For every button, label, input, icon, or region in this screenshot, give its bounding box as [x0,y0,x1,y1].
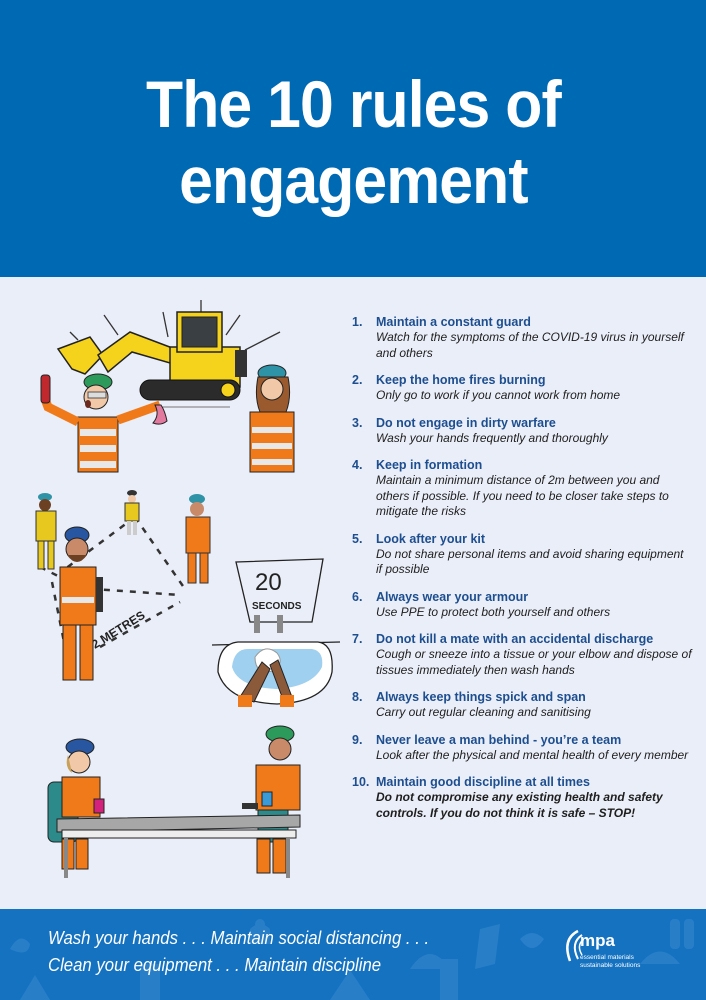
rule-number: 2. [352,373,363,387]
rule-title: Keep the home fires burning [376,373,546,387]
page-title: The 10 rules of engagement [145,66,562,218]
rule-item-8: 8. Always keep things spick and span Car… [352,689,692,721]
rule-number: 6. [352,589,363,604]
rule-description: Cough or sneeze into a tissue or your el… [376,647,692,677]
rule-item-7: 7. Do not kill a mate with an accidental… [352,631,692,678]
mpa-logo-tagline-1: essential materials [580,954,634,961]
rule-description: Look after the physical and mental healt… [376,747,689,762]
rule-description: Wash your hands frequently and thoroughl… [376,430,608,445]
rule-number: 8. [352,690,363,704]
rule-item-3: 3. Do not engage in dirty warfare Wash y… [352,415,692,447]
excavator-scene-illustration [40,300,295,473]
page-title-line-2: engagement [178,142,528,217]
rule-item-5: 5. Look after your kit Do not share pers… [352,531,692,578]
rule-description: Only go to work if you cannot work from … [376,388,621,402]
footer-banner: Wash your hands . . . Maintain social di… [0,909,706,1000]
rule-item-1: 1. Maintain a constant guard Watch for t… [352,314,692,361]
rule-title: Look after your kit [376,531,486,546]
rule-title: Maintain good discipline at all times [376,775,590,789]
rule-number: 10. [352,775,370,789]
rule-item-2: 2. Keep the home fires burning Only go t… [352,372,692,404]
footer-pattern-icons [10,919,694,1000]
social-distancing-illustration: 2 METRES [35,490,211,681]
rule-item-10: 10. Maintain good discipline at all time… [352,774,692,821]
mpa-logo-swoosh-icon [566,929,584,962]
mpa-logo: mpa essential materials sustainable solu… [560,927,690,977]
svg-text:SECONDS: SECONDS [252,601,302,612]
rule-title: Keep in formation [376,458,483,472]
rule-description: Maintain a minimum distance of 2m betwee… [376,473,669,518]
illustrations-column: 2 METRES [0,277,341,909]
rule-title: Do not engage in dirty warfare [376,415,556,430]
rule-title: Always wear your armour [376,589,529,604]
mpa-logo-wordmark: mpa [580,931,615,950]
rule-title: Maintain a constant guard [376,315,531,329]
rule-number: 1. [352,315,363,329]
rule-description: Do not compromise any existing health an… [376,790,663,820]
rule-item-6: 6. Always wear your armour Use PPE to pr… [352,589,692,621]
rules-list: 1. Maintain a constant guard Watch for t… [352,314,692,832]
svg-text:20: 20 [255,569,282,596]
rule-number: 4. [352,458,363,472]
rule-description: Do not share personal items and avoid sh… [376,546,684,577]
main-content: 2 METRES [0,277,706,909]
rule-description: Carry out regular cleaning and sanitisin… [376,705,591,719]
footer-slogans: Wash your hands . . . Maintain social di… [48,925,458,979]
footer-slogan-line-2: Clean your equipment . . . Maintain disc… [48,955,382,975]
rule-number: 9. [352,732,363,747]
header-banner: The 10 rules of engagement [0,0,706,277]
footer-slogan-line-1: Wash your hands . . . Maintain social di… [48,928,430,948]
rule-number: 7. [352,632,363,646]
rule-item-9: 9. Never leave a man behind - you’re a t… [352,732,692,764]
svg-text:2 METRES: 2 METRES [89,608,147,652]
page-title-line-1: The 10 rules of [145,66,562,141]
handwashing-illustration: 20 SECONDS [211,558,341,707]
mpa-logo-tagline-2: sustainable solutions [580,962,641,969]
rule-title: Always keep things spick and span [376,690,586,704]
rule-title: Never leave a man behind - you’re a team [376,732,622,747]
rule-description: Watch for the symptoms of the COVID-19 v… [376,330,684,360]
rule-item-4: 4. Keep in formation Maintain a minimum … [352,457,692,520]
rule-number: 5. [352,531,363,546]
rule-description: Use PPE to protect both yourself and oth… [376,604,611,619]
rule-number: 3. [352,415,363,430]
rule-title: Do not kill a mate with an accidental di… [376,632,654,646]
table-distancing-illustration [47,725,301,878]
